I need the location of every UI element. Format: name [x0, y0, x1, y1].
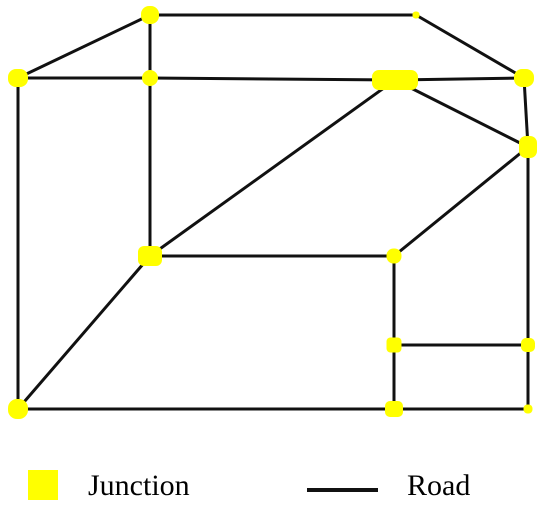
- junction-bottom-mid: [385, 401, 403, 417]
- junction-upper-right-corner: [514, 69, 534, 87]
- junction-upper-mid-left: [142, 70, 158, 86]
- road-j4-j5: [148, 76, 397, 82]
- junction-center-left: [138, 246, 162, 266]
- road-j6-j7: [522, 76, 530, 149]
- road-j8-j5: [148, 78, 397, 258]
- road-j8-j12: [16, 254, 152, 411]
- legend-road-label: Road: [407, 469, 470, 502]
- junction-bottom-right: [523, 404, 533, 414]
- junction-right-mid: [519, 136, 537, 158]
- road-j7-j9: [392, 145, 530, 258]
- road-j5-j7: [393, 78, 530, 149]
- road-j1-j3: [16, 13, 152, 80]
- junction-upper-left-corner: [8, 69, 28, 87]
- junctions-layer: [8, 6, 537, 419]
- roads-layer: [16, 13, 530, 411]
- junction-top-right-small: [412, 11, 420, 19]
- junction-top-left: [141, 6, 159, 24]
- legend-junction-label: Junction: [88, 469, 190, 502]
- junction-upper-mid: [372, 70, 418, 90]
- legend: Junction Road: [28, 469, 470, 502]
- junction-lower-mid: [386, 337, 402, 353]
- junction-lower-right: [521, 338, 535, 352]
- junction-bottom-left: [8, 399, 28, 419]
- legend-junction-swatch: [28, 470, 58, 500]
- road-j2-j6: [414, 13, 526, 80]
- junction-center-right: [386, 248, 402, 264]
